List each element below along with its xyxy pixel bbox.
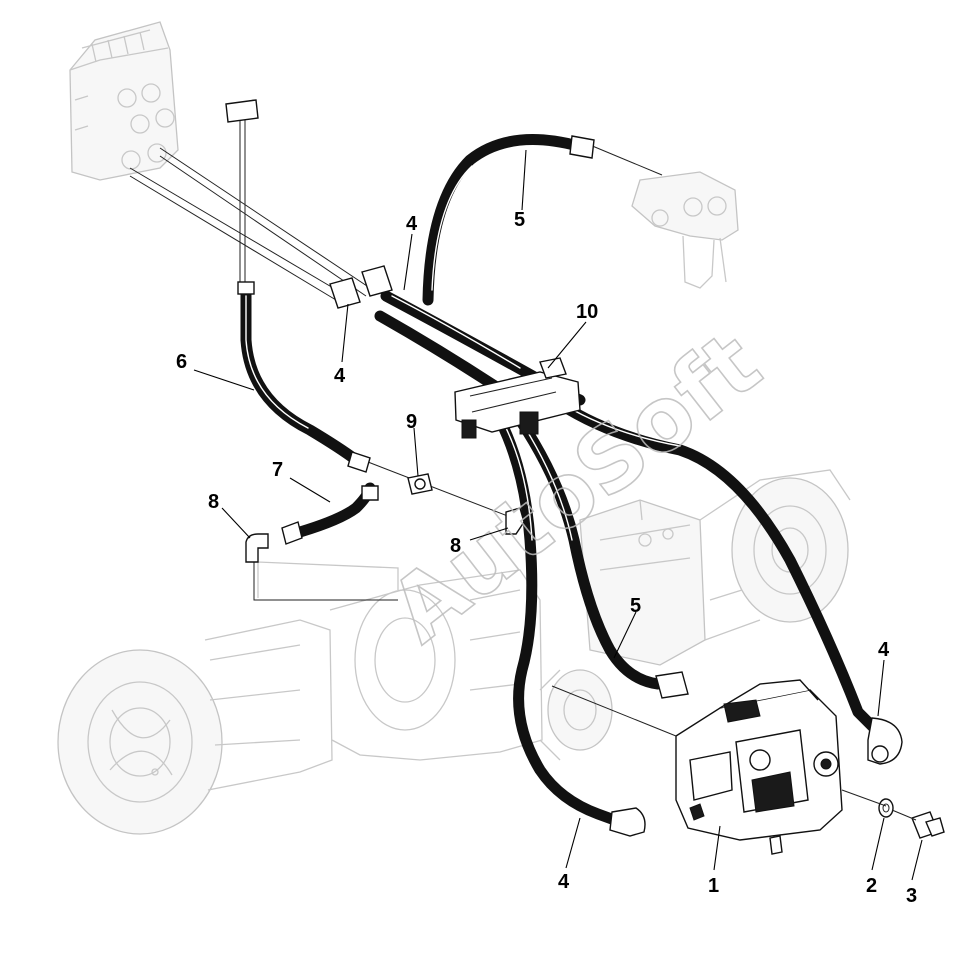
washer bbox=[878, 798, 894, 818]
callout-hose-4-left: 4 bbox=[334, 365, 346, 387]
callout-hose-4-right: 4 bbox=[878, 639, 890, 661]
callout-hose-6: 6 bbox=[176, 351, 187, 373]
callout-pump: 1 bbox=[708, 875, 719, 897]
steel-pipes bbox=[129, 112, 663, 601]
hose-clamp-bracket bbox=[454, 357, 581, 439]
hoses bbox=[240, 134, 880, 828]
callout-hose-4-top: 4 bbox=[406, 213, 418, 235]
callout-clamp-10: 10 bbox=[576, 301, 598, 323]
callout-fitting-9: 9 bbox=[406, 411, 417, 433]
fittings bbox=[225, 99, 903, 837]
control-valve-block bbox=[69, 21, 179, 181]
callout-elbow-8-left: 8 bbox=[208, 491, 219, 513]
rear-axle-housing bbox=[57, 561, 543, 835]
callout-elbow-8-right: 8 bbox=[450, 535, 461, 557]
callout-hose-5-bottom: 5 bbox=[630, 595, 641, 617]
hydraulic-pump bbox=[551, 679, 843, 855]
callout-washer: 2 bbox=[866, 875, 877, 897]
callout-bolt: 3 bbox=[906, 885, 917, 907]
callout-hose-4-bottom: 4 bbox=[558, 871, 570, 893]
callout-hose-5-top: 5 bbox=[514, 209, 525, 231]
leader-lines bbox=[193, 149, 923, 881]
bolt bbox=[911, 811, 945, 839]
steering-valve bbox=[631, 171, 739, 289]
callout-labels: 1 2 3 4 4 4 4 5 5 6 7 8 8 9 10 bbox=[176, 209, 917, 907]
callout-hose-7: 7 bbox=[272, 459, 283, 481]
